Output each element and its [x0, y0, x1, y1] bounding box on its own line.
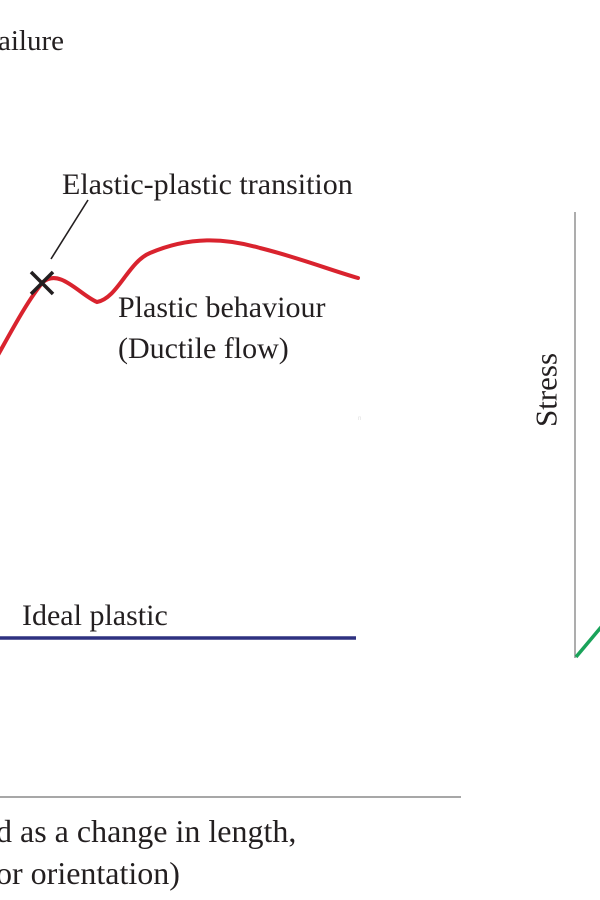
x-axis-label-line1: d as a change in length,: [0, 813, 297, 849]
ductile-flow-label: (Ductile flow): [118, 332, 289, 365]
elastic-plastic-transition-label: Elastic-plastic transition: [62, 168, 353, 201]
failure-label: ailure: [0, 25, 65, 57]
faint-mark: n: [358, 416, 361, 422]
elastic-line: [574, 625, 600, 659]
x-axis-label-line2: or orientation): [0, 855, 180, 891]
stress-axis-label: Stress: [528, 352, 564, 428]
transition-marker-icon: [29, 270, 55, 296]
plastic-behaviour-label: Plastic behaviour: [118, 291, 326, 324]
transition-pointer-line: [50, 199, 89, 260]
ideal-plastic-label: Ideal plastic: [22, 599, 168, 632]
